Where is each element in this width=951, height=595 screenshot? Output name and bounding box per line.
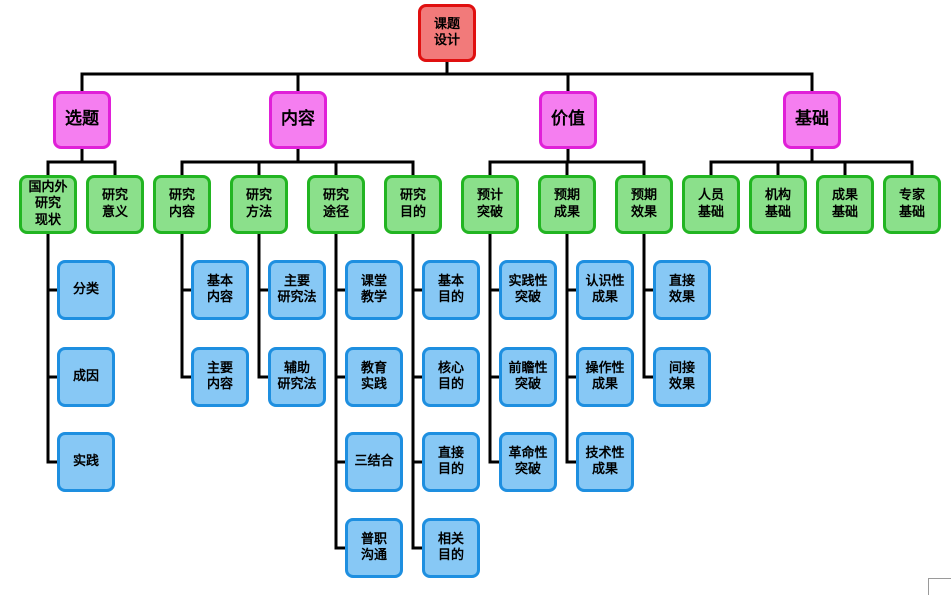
leaf-node-b1c1l3: 实践 <box>57 432 115 492</box>
subtopic-node-b3c3: 预期 效果 <box>615 175 673 234</box>
leaf-node-b1c1l1: 分类 <box>57 260 115 320</box>
leaf-node-b2c2l2: 辅助 研究法 <box>268 347 326 407</box>
subtopic-node-b2c2: 研究 方法 <box>230 175 288 234</box>
branch-node-b4: 基础 <box>783 91 841 149</box>
leaf-node-b3c1l1: 实践性 突破 <box>499 260 557 320</box>
leaf-node-b3c3l2: 间接 效果 <box>653 347 711 407</box>
subtopic-node-b3c2: 预期 成果 <box>538 175 596 234</box>
leaf-node-b3c1l2: 前瞻性 突破 <box>499 347 557 407</box>
page-corner-mark <box>928 578 951 595</box>
branch-node-b1: 选题 <box>53 91 111 149</box>
leaf-node-b3c2l1: 认识性 成果 <box>576 260 634 320</box>
subtopic-node-b3c1: 预计 突破 <box>461 175 519 234</box>
leaf-node-b2c4l3: 直接 目的 <box>422 432 480 492</box>
leaf-node-b3c2l2: 操作性 成果 <box>576 347 634 407</box>
leaf-node-b2c3l3: 三结合 <box>345 432 403 492</box>
subtopic-node-b4c3: 成果 基础 <box>816 175 874 234</box>
leaf-node-b2c1l2: 主要 内容 <box>191 347 249 407</box>
leaf-node-b2c3l4: 普职 沟通 <box>345 518 403 578</box>
branch-node-b3: 价值 <box>539 91 597 149</box>
subtopic-node-b4c1: 人员 基础 <box>682 175 740 234</box>
leaf-node-b2c4l2: 核心 目的 <box>422 347 480 407</box>
leaf-node-b2c2l1: 主要 研究法 <box>268 260 326 320</box>
leaf-node-b3c3l1: 直接 效果 <box>653 260 711 320</box>
subtopic-node-b2c4: 研究 目的 <box>384 175 442 234</box>
leaf-node-b2c3l2: 教育 实践 <box>345 347 403 407</box>
leaf-node-b2c3l1: 课堂 教学 <box>345 260 403 320</box>
subtopic-node-b2c3: 研究 途径 <box>307 175 365 234</box>
leaf-node-b2c4l1: 基本 目的 <box>422 260 480 320</box>
subtopic-node-b1c2: 研究 意义 <box>86 175 144 234</box>
leaf-node-b3c2l3: 技术性 成果 <box>576 432 634 492</box>
subtopic-node-b4c4: 专家 基础 <box>883 175 941 234</box>
leaf-node-b2c1l1: 基本 内容 <box>191 260 249 320</box>
branch-node-b2: 内容 <box>269 91 327 149</box>
leaf-node-b2c4l4: 相关 目的 <box>422 518 480 578</box>
root-node: 课题 设计 <box>418 4 476 62</box>
leaf-node-b3c1l3: 革命性 突破 <box>499 432 557 492</box>
subtopic-node-b4c2: 机构 基础 <box>749 175 807 234</box>
leaf-node-b1c1l2: 成因 <box>57 347 115 407</box>
subtopic-node-b2c1: 研究 内容 <box>153 175 211 234</box>
subtopic-node-b1c1: 国内外 研究 现状 <box>19 175 77 234</box>
